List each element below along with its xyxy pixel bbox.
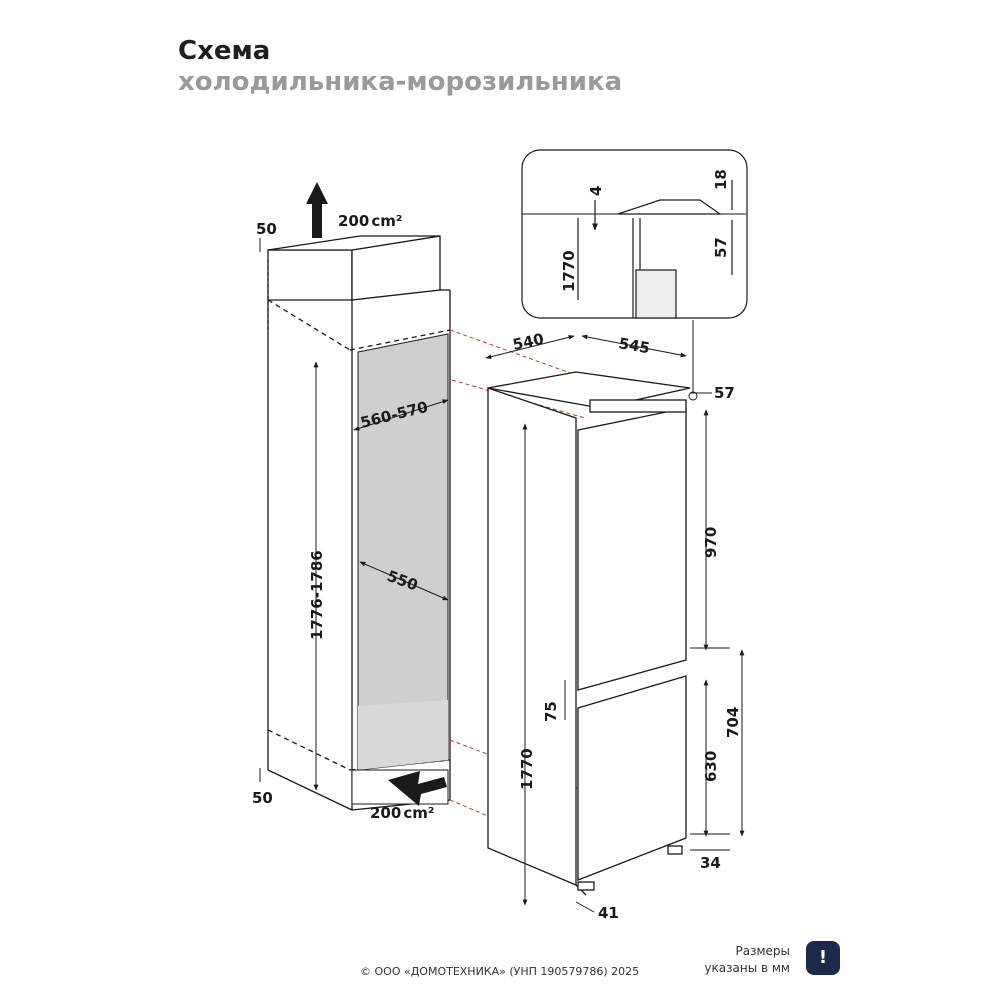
top-vent-unit: cm²: [371, 212, 402, 230]
top-cabinet-front: [267, 249, 353, 301]
door-gap-label: 75: [542, 701, 560, 722]
units-note: Размеры указаны в мм: [690, 943, 790, 977]
title-line-1: Схема: [178, 36, 271, 66]
appliance-depth-line: [581, 334, 687, 358]
niche-floor: [358, 700, 448, 770]
base-height-label: 34: [700, 854, 721, 872]
bottom-vent-arrow-icon: [388, 771, 447, 806]
plinth-depth-label: 41: [598, 904, 619, 922]
title-line-2: холодильника-морозильника: [178, 67, 623, 97]
appliance-width-line: [485, 334, 575, 360]
niche-depth-line: [359, 561, 449, 601]
upper-door-label: 970: [702, 527, 720, 558]
copyright-text: © ООО «ДОМОТЕХНИКА» (УНП 190579786) 2025: [360, 965, 640, 978]
detail-callout: [521, 149, 748, 319]
top-offset-label: 57: [714, 384, 735, 402]
lower-door-label: 630: [702, 751, 720, 782]
diagram-title: Схема холодильника-морозильника: [178, 36, 622, 98]
top-gap-label: 50: [256, 220, 277, 238]
lower-door: [577, 675, 687, 881]
top-cabinet-top: [267, 235, 441, 251]
appliance-depth-label: 545: [617, 334, 651, 357]
bottom-vent-unit: cm²: [403, 804, 434, 822]
niche-width-line: [353, 399, 449, 431]
plinth-foot: [577, 881, 595, 891]
appliance-height-label: 1770: [518, 748, 536, 790]
hinge-top: [589, 399, 687, 413]
top-vent-value: 200: [338, 212, 369, 230]
detail-height-label: 1770: [560, 250, 578, 292]
niche-height-label: 1776-1786: [308, 550, 326, 640]
units-note-line-2: указаны в мм: [704, 961, 790, 975]
units-note-line-1: Размеры: [735, 944, 791, 958]
detail-57-label: 57: [712, 237, 730, 258]
cabinet-niche: [267, 235, 451, 811]
top-vent-arrow-icon: [306, 182, 328, 238]
appliance-top: [487, 371, 691, 409]
detail-18-label: 18: [712, 169, 730, 190]
appliance-width-label: 540: [511, 330, 545, 354]
lower-section-label: 704: [724, 707, 742, 738]
appliance-body: [487, 371, 691, 896]
appliance-side: [487, 387, 577, 886]
detail-4-label: 4: [587, 186, 605, 196]
info-badge-icon: !: [806, 941, 840, 975]
upper-door: [577, 407, 687, 691]
bottom-vent-value: 200: [370, 804, 401, 822]
bottom-gap-label: 50: [252, 789, 273, 807]
foot-right: [667, 845, 683, 855]
